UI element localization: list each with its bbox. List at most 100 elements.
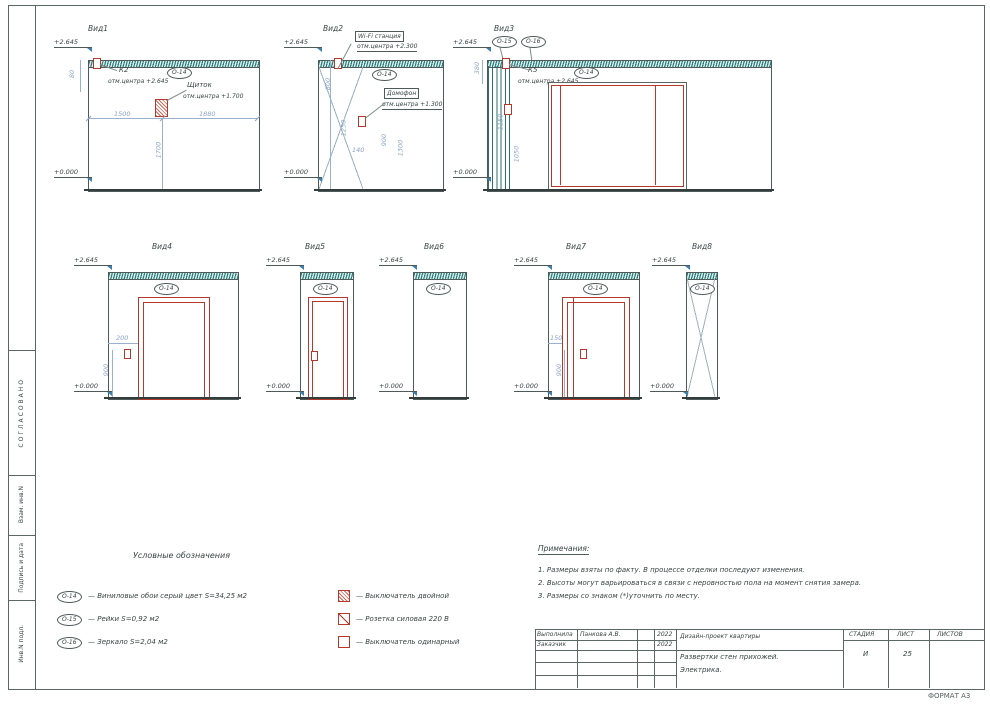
- legend-item-text: — Рейки S=0,92 м2: [88, 615, 160, 623]
- dim-line: [162, 118, 163, 190]
- view6-finish-tag: О-14: [426, 283, 451, 295]
- view3-elevation-top: +2.645: [453, 38, 491, 52]
- ceiling-hatch: [300, 272, 354, 280]
- floor-line: [682, 397, 720, 399]
- legend-title: Условные обозначения: [133, 551, 231, 560]
- view8-title: Вид8: [692, 242, 712, 251]
- line: [535, 662, 676, 663]
- view1-finish-tag: О-14: [167, 67, 192, 79]
- sheets-label: ЛИСТОВ: [937, 631, 963, 638]
- stage-label: СТАДИЯ: [849, 631, 875, 638]
- view3-tag-o15: О-15: [492, 36, 517, 48]
- line: [654, 629, 655, 688]
- view3-elevation-bottom: +0.000: [453, 168, 491, 182]
- mirror-cross: [319, 67, 363, 189]
- view4-finish-tag: О-14: [154, 283, 179, 295]
- line: [535, 629, 536, 689]
- domofon-symbol: [358, 116, 366, 127]
- floor-line: [296, 397, 356, 399]
- switch-symbol: [311, 351, 318, 361]
- notes-title: Примечания:: [538, 544, 590, 555]
- legend-symbol-text: — Розетка силовая 220 В: [356, 615, 449, 623]
- dim-line: [482, 60, 483, 84]
- view3-title: Вид3: [494, 24, 514, 33]
- ceiling-hatch: [548, 272, 640, 280]
- executed-name: Панкова А.В.: [580, 631, 621, 638]
- line: [8, 600, 35, 601]
- mirror-cross: [687, 278, 715, 397]
- door-frame-inner: [567, 302, 625, 400]
- view3-tag-o16: О-16: [521, 36, 546, 48]
- outer-frame: [8, 5, 985, 690]
- view7-elevation-bottom: +0.000: [514, 382, 552, 396]
- door-divider: [573, 297, 574, 398]
- floor-line: [483, 189, 774, 191]
- line: [577, 629, 578, 688]
- dim-line: [548, 343, 562, 344]
- view5-finish-tag: О-14: [313, 283, 338, 295]
- socket-symbol: [93, 58, 101, 69]
- view2-wifi-label: Wi-Fi станция: [355, 31, 404, 42]
- view1-dim-1880: 1880: [199, 110, 216, 118]
- dim-line: [108, 343, 138, 344]
- line: [676, 629, 677, 688]
- line: [535, 675, 676, 676]
- view6-elevation-top: +2.645: [379, 256, 417, 270]
- view7-title: Вид7: [566, 242, 586, 251]
- dim-line: [330, 60, 331, 190]
- legend-item-text: — Виниловые обои серый цвет S=34,25 м2: [88, 592, 248, 600]
- line: [843, 629, 844, 688]
- view1-dim-1500: 1500: [114, 110, 131, 118]
- line: [929, 629, 930, 688]
- line: [637, 629, 638, 688]
- view5-elevation-bottom: +0.000: [266, 382, 304, 396]
- note-item: 2. Высоты могут варьироваться в связи с …: [538, 579, 862, 587]
- view3-circuit-note: отм.центра +2.645: [518, 78, 579, 85]
- line: [843, 640, 984, 641]
- format-label: ФОРМАТ А3: [928, 692, 971, 700]
- ceiling-hatch: [318, 60, 444, 68]
- doc-title-line2: Электрика.: [680, 666, 722, 674]
- project-title: Дизайн-проект квартиры: [680, 633, 761, 640]
- view2-title: Вид2: [323, 24, 343, 33]
- legend-tag-o15: О-15: [57, 614, 82, 626]
- dim-line: [564, 350, 565, 398]
- door-frame-inner: [312, 301, 344, 400]
- view2-wifi-note: отм.центра +2.300: [357, 43, 418, 52]
- floor-line: [84, 189, 262, 191]
- stage-value: И: [863, 650, 869, 658]
- floor-line: [409, 397, 469, 399]
- view5-title: Вид5: [305, 242, 325, 251]
- dim-line: [112, 350, 113, 398]
- slats-area: [488, 66, 513, 189]
- view1-elevation-bottom: +0.000: [54, 168, 92, 182]
- view4-elevation-bottom: +0.000: [74, 382, 112, 396]
- ceiling-hatch: [108, 272, 239, 280]
- view1-panel-label: Щиток: [187, 81, 212, 89]
- door-divider: [560, 85, 561, 185]
- legend-item-text: — Зеркало S=2,04 м2: [88, 638, 168, 646]
- note-item: 1. Размеры взяты по факту. В процессе от…: [538, 566, 805, 574]
- view2-domofon-note: отм.центра +1.300: [382, 101, 443, 110]
- door-frame-inner: [143, 302, 205, 400]
- view1-circuit-label: К2: [119, 66, 129, 74]
- ceiling-hatch: [413, 272, 467, 280]
- dim-line: [88, 118, 258, 119]
- inner-frame-line: [35, 5, 36, 689]
- view1-panel-note: отм.центра +1.700: [183, 93, 244, 100]
- view2-elevation-top: +2.645: [284, 38, 322, 52]
- view2-dim-140: 140: [352, 146, 365, 154]
- view8-elevation-top: +2.645: [652, 256, 690, 270]
- legend-symbol-text: — Выключатель двойной: [356, 592, 449, 600]
- legend-tag-o14: О-14: [57, 591, 82, 603]
- line: [8, 475, 35, 476]
- switch-symbol: [124, 349, 131, 359]
- view4-title: Вид4: [152, 242, 172, 251]
